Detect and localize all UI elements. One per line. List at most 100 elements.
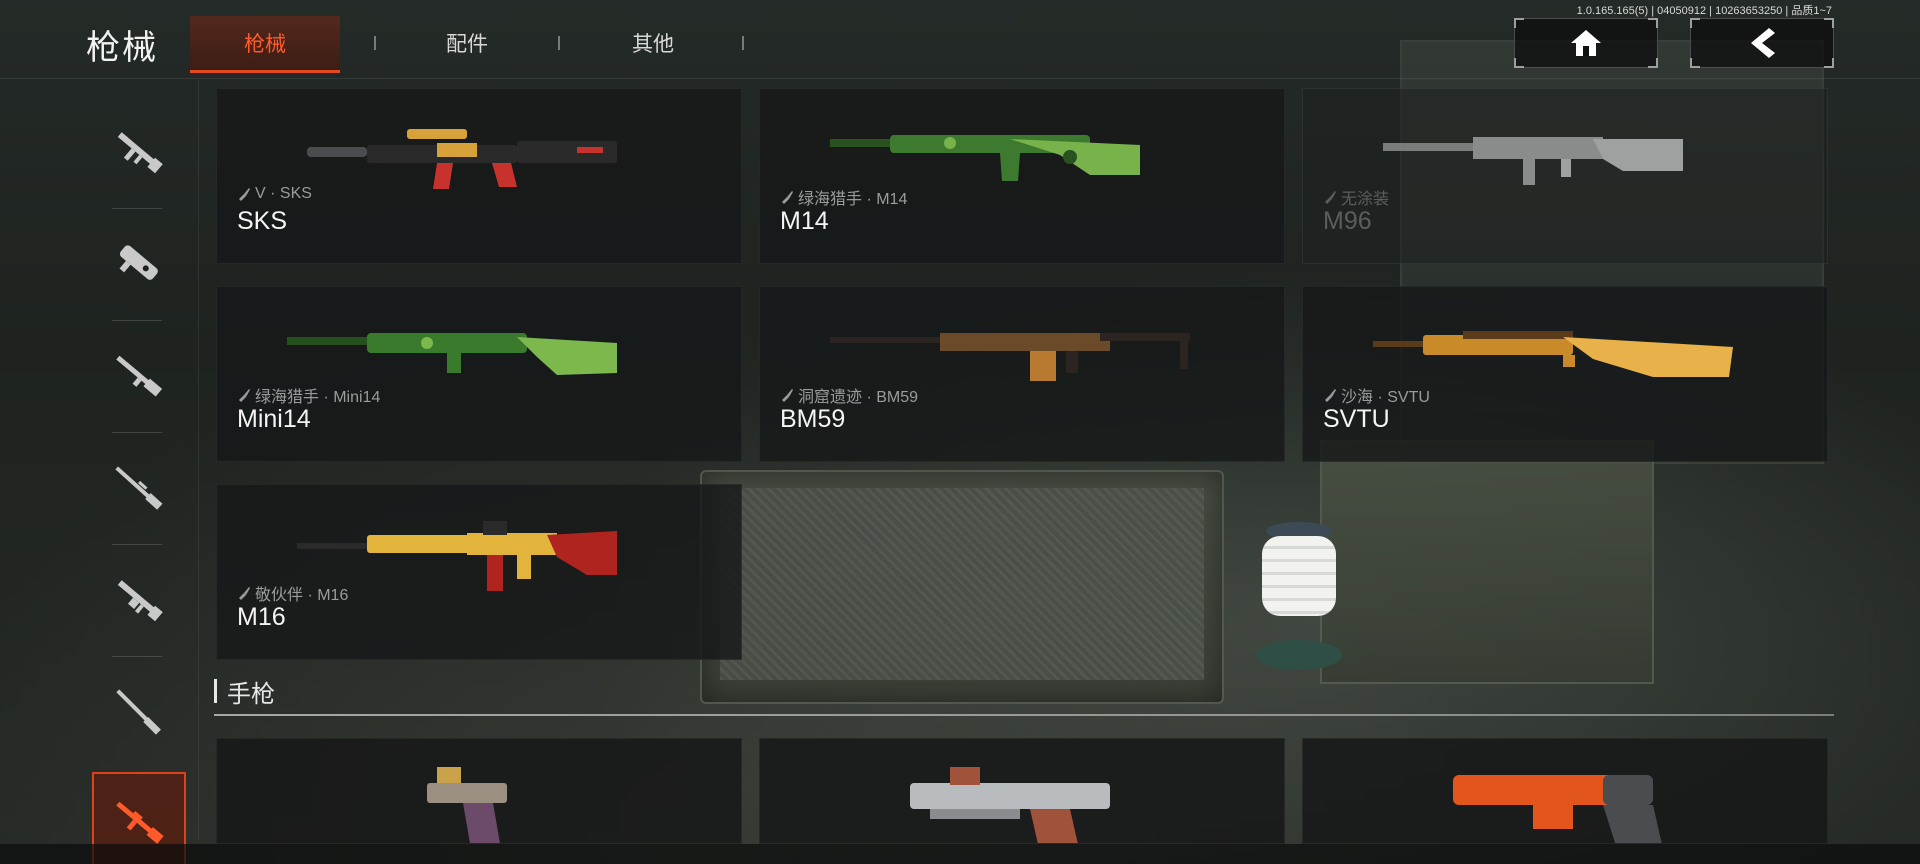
weapon-image-m14 [830,135,1140,181]
tab-separator [374,36,376,50]
section-divider [214,714,1834,716]
background-lantern [1256,522,1342,672]
assault-rifle-icon [117,132,163,174]
sidebar-divider [112,544,162,545]
tab-guns[interactable]: 枪械 [190,16,340,73]
weapon-card-mini14[interactable]: 绿海猎手 · Mini14 Mini14 [216,286,742,462]
sidebar-divider [112,432,162,433]
weapon-card-m14[interactable]: 绿海猎手 · M14 M14 [759,88,1285,264]
pistol-image [1453,775,1662,843]
pistol-card[interactable] [1302,738,1828,844]
weapon-skin: 无涂装 [1323,185,1389,209]
paint-brush-icon [239,389,250,402]
weapon-skin: 绿海猎手 · M14 [780,185,907,209]
category-sniper-rifle[interactable] [92,438,186,538]
shotgun-icon [116,355,163,397]
category-shotgun[interactable] [92,326,186,426]
section-header-pistols: 手枪 [214,676,275,708]
tab-attachments[interactable]: 配件 [446,32,488,56]
marksman-rifle-icon [116,801,164,844]
background-case-foam [720,488,1204,680]
pistol-card[interactable] [216,738,742,844]
weapon-skin-label: 绿海猎手 · M14 [798,191,908,208]
corner-accent [1648,58,1658,68]
corner-accent [1690,18,1700,28]
paint-brush-icon [1325,389,1336,402]
weapon-name: M14 [780,207,829,235]
corner-accent [1648,18,1658,28]
sidebar-divider [112,208,162,209]
weapon-card-svtu[interactable]: 沙海 · SVTU SVTU [1302,286,1828,462]
tab-separator [558,36,560,50]
pistol-image [910,767,1110,843]
weapon-image-sks [307,129,617,189]
paint-brush-icon [239,587,250,600]
background-weapon-case [700,470,1224,704]
weapon-card-m16[interactable]: 敬伙伴 · M16 M16 [216,484,742,660]
header-divider [0,78,1920,79]
sidebar-edge [198,80,199,840]
corner-accent [1514,58,1524,68]
weapon-image-m96 [1383,137,1683,185]
category-assault-rifle[interactable] [92,102,186,202]
weapon-name: SKS [237,207,288,235]
sidebar-divider [112,320,162,321]
weapon-skin-label: 绿海猎手 · Mini14 [255,389,381,406]
section-title: 手枪 [227,679,275,708]
category-lmg[interactable] [92,550,186,650]
paint-brush-icon [239,188,250,201]
background-crate [1320,440,1654,684]
page-title: 枪械 [86,28,158,68]
corner-accent [1514,18,1524,28]
weapon-skin-label: 沙海 · SVTU [1341,389,1430,406]
pistol-card[interactable] [759,738,1285,844]
chevron-left-icon [1751,28,1775,58]
weapon-image-bm59 [830,333,1190,381]
paint-brush-icon [782,389,793,402]
category-bolt-rifle[interactable] [92,662,186,762]
weapon-name: SVTU [1323,405,1390,433]
weapon-card-bm59[interactable]: 洞窟遗迹 · BM59 BM59 [759,286,1285,462]
top-bar: 枪械 枪械 配件 其他 1.0.165.165(5) | 04050912 | … [0,0,1920,80]
tab-others[interactable]: 其他 [632,32,674,56]
weapon-skin: 洞窟遗迹 · BM59 [780,383,918,407]
lantern-base [1256,640,1342,670]
section-accent-bar [214,679,217,703]
corner-accent [1824,58,1834,68]
weapon-skin: 绿海猎手 · Mini14 [237,383,380,407]
weapon-skin-label: 洞窟遗迹 · BM59 [798,389,919,406]
category-smg[interactable] [92,214,186,314]
version-info: 1.0.165.165(5) | 04050912 | 10263653250 … [1576,5,1832,17]
lmg-icon [117,580,163,622]
weapon-image-svtu [1373,331,1733,377]
home-icon [1571,30,1601,56]
weapon-skin: 沙海 · SVTU [1323,383,1430,407]
weapon-image-mini14 [287,333,617,375]
weapon-skin: 敬伙伴 · M16 [237,581,348,605]
weapon-skin: V · SKS [237,185,312,203]
bottom-edge [0,844,1920,864]
pistol-image [427,767,507,843]
weapon-name: M16 [237,603,286,631]
back-button[interactable] [1690,18,1834,68]
lantern-glass [1262,536,1336,616]
weapon-skin-label: 无涂装 [1341,191,1390,208]
tab-separator [742,36,744,50]
sniper-rifle-icon [115,466,163,510]
paint-brush-icon [1325,191,1336,204]
paint-brush-icon [782,191,793,204]
weapon-skin-label: 敬伙伴 · M16 [255,587,349,604]
weapon-card-sks[interactable]: V · SKS SKS [216,88,742,264]
corner-accent [1824,18,1834,28]
weapon-card-m96[interactable]: 无涂装 M96 [1302,88,1828,264]
sidebar-divider [112,656,162,657]
weapon-name: M96 [1323,207,1372,235]
smg-icon [119,245,158,280]
weapon-image-m16 [297,521,617,591]
corner-accent [1690,58,1700,68]
bolt-rifle-icon [116,689,161,735]
weapon-skin-label: V · SKS [255,185,312,202]
weapon-name: Mini14 [237,405,311,433]
home-button[interactable] [1514,18,1658,68]
weapon-name: BM59 [780,405,846,433]
